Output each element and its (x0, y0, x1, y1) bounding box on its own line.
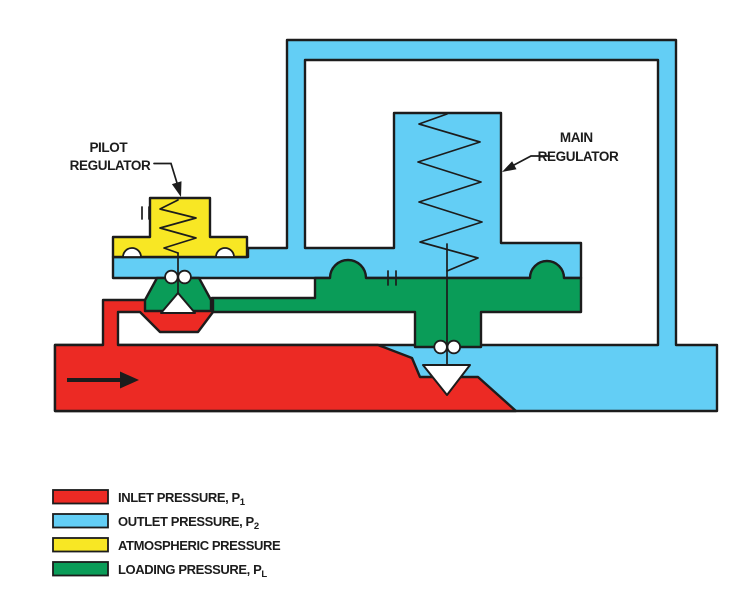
pilot-valve-plug (160, 292, 196, 314)
main-regulator-spring (417, 113, 483, 272)
main-stem-guide-right (446, 339, 462, 355)
pilot-regulator-callout: PILOT REGULATOR (70, 140, 182, 197)
flow-direction-arrow (67, 371, 139, 389)
main-regulator-callout: MAIN REGULATOR (502, 130, 619, 172)
pilot-stem-guide-right (177, 269, 192, 285)
svg-text:ATMOSPHERIC PRESSURE: ATMOSPHERIC PRESSURE (118, 538, 281, 553)
pilot-regulator-body (111, 196, 249, 259)
pilot-stem-guide-left (164, 269, 179, 285)
svg-text:INLET PRESSURE, P1: INLET PRESSURE, P1 (118, 490, 246, 508)
svg-text:OUTLET PRESSURE, P2: OUTLET PRESSURE, P2 (118, 514, 259, 532)
main-callout-arrowhead (502, 161, 517, 172)
legend-swatch-inlet (52, 489, 109, 505)
pilot-regulator-label: PILOT REGULATOR (70, 140, 151, 173)
pilot-vent-ticks (141, 206, 150, 220)
pilot-diaphragm-notch-left (122, 247, 142, 258)
legend-item-loading: LOADING PRESSURE, PL (52, 561, 268, 580)
main-callout-leader (513, 155, 550, 166)
pilot-spring (159, 199, 197, 254)
legend: INLET PRESSURE, P1 OUTLET PRESSURE, P2 A… (52, 489, 281, 580)
main-regulator-label: MAIN REGULATOR (538, 130, 619, 164)
legend-item-inlet: INLET PRESSURE, P1 (52, 489, 246, 508)
legend-swatch-atmospheric (52, 537, 109, 553)
pilot-callout-arrowhead (171, 181, 182, 197)
legend-item-outlet: OUTLET PRESSURE, P2 (52, 513, 259, 532)
main-valve-plug (422, 364, 471, 396)
legend-swatch-loading (52, 561, 109, 577)
pilot-callout-leader (153, 162, 178, 184)
legend-swatch-outlet (52, 513, 109, 529)
pilot-diaphragm-notch-right (215, 247, 235, 258)
svg-text:LOADING PRESSURE, PL: LOADING PRESSURE, PL (118, 562, 267, 580)
main-vent-ticks (387, 270, 397, 286)
main-stem-guide-left (433, 339, 448, 355)
loading-pressure-region (210, 258, 583, 349)
legend-item-atmospheric: ATMOSPHERIC PRESSURE (52, 537, 281, 553)
